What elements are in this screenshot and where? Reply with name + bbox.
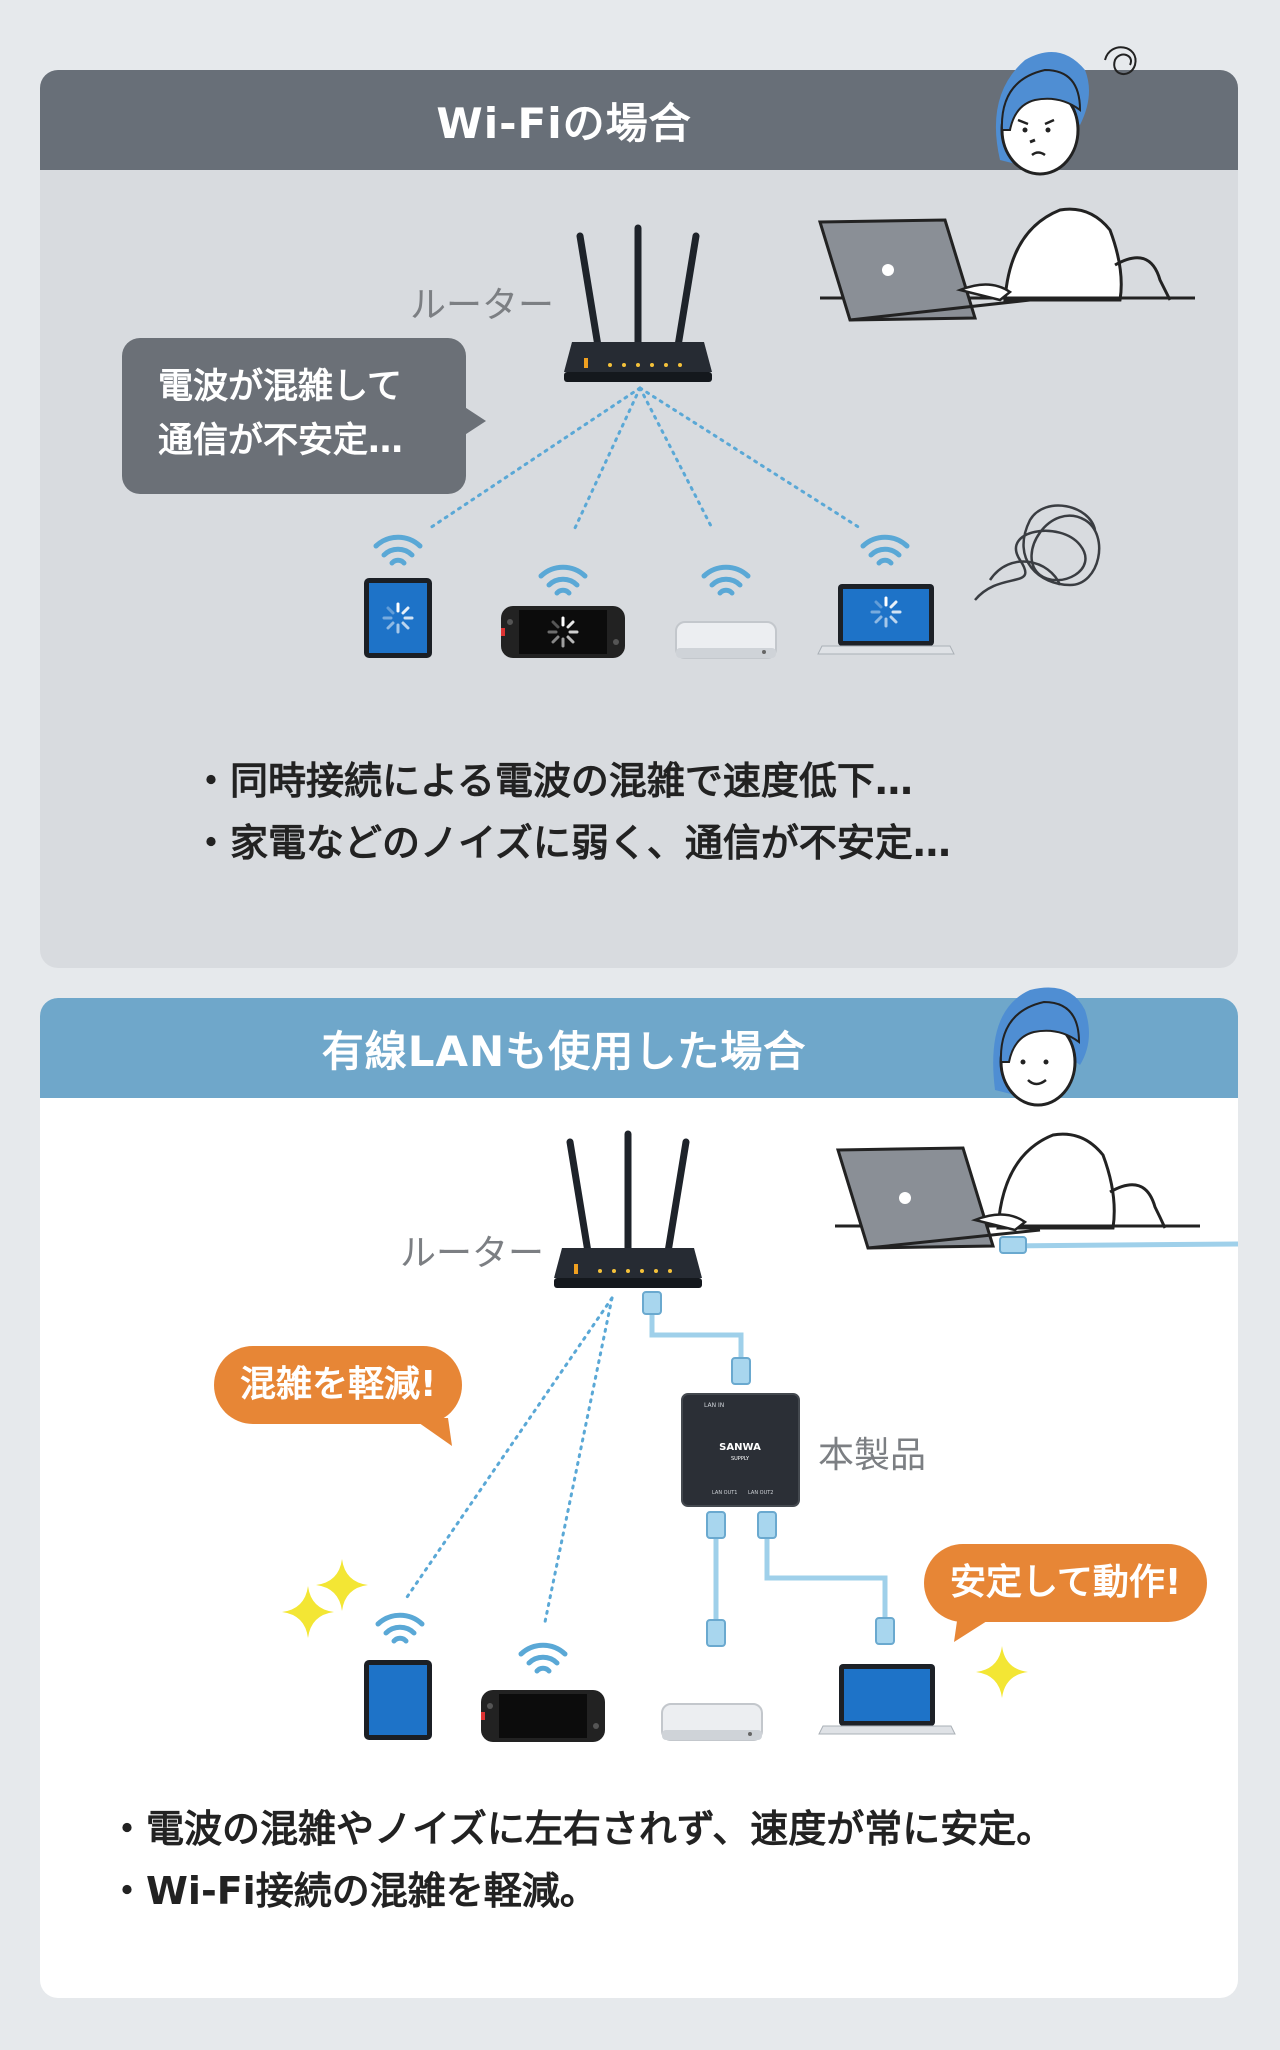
wifi-signal-lines xyxy=(428,386,862,530)
lan-cable-router-to-product xyxy=(649,1305,744,1365)
product-brand-label: SANWA xyxy=(719,1442,761,1453)
speech-bubble-tail xyxy=(954,1614,998,1642)
wired-router-icon xyxy=(554,1134,702,1288)
product-port-label: LAN OUT2 xyxy=(748,1490,773,1496)
wifi-signal-icon xyxy=(378,1615,422,1641)
game-console-icon xyxy=(501,606,625,658)
laptop-illustration xyxy=(817,218,1031,322)
happy-person-illustration xyxy=(835,987,1200,1230)
product-port-label: LAN IN xyxy=(704,1402,724,1409)
wifi-signal-icon xyxy=(863,537,907,563)
speech-bubble: 電波が混雑して 通信が不安定… xyxy=(122,338,466,494)
wifi-signal-icon xyxy=(521,1645,565,1671)
tangle-scribble-icon xyxy=(974,504,1101,601)
wifi-signal-icon xyxy=(376,537,420,563)
wired-bullet-list: ・電波の混雑やノイズに左右されず、速度が常に安定。 ・Wi-Fi接続の混雑を軽減… xyxy=(108,1798,1054,1922)
wired-bullet-item: ・電波の混雑やノイズに左右されず、速度が常に安定。 xyxy=(108,1807,1055,1851)
worried-person-illustration xyxy=(820,46,1195,302)
lan-switch-product-image: LAN IN SANWA SUPPLY LAN OUT1 LAN OUT2 xyxy=(681,1393,800,1507)
speech-bubble-stable: 安定して動作! xyxy=(924,1544,1208,1622)
wifi-bullet-item: ・同時接続による電波の混雑で速度低下… xyxy=(192,759,913,803)
lan-connector-icon xyxy=(706,1511,895,1647)
wifi-signal-icon xyxy=(704,567,748,593)
game-console-icon xyxy=(481,1690,605,1742)
tablet-icon xyxy=(364,1660,432,1740)
wired-bullet-item: ・Wi-Fi接続の混雑を軽減。 xyxy=(108,1869,598,1913)
lan-connector-icon xyxy=(642,1291,751,1385)
router-label: ルーター xyxy=(410,285,555,326)
mini-pc-icon xyxy=(661,1703,763,1741)
wifi-signal-icon xyxy=(541,567,585,593)
wifi-bullet-item: ・家電などのノイズに弱く、通信が不安定… xyxy=(192,821,951,865)
product-label: 本製品 xyxy=(818,1435,927,1476)
laptop-illustration xyxy=(835,1146,1239,1254)
wired-signal-lines xyxy=(403,1296,614,1624)
speech-bubble-tail xyxy=(460,404,486,438)
mini-pc-icon xyxy=(675,621,777,659)
router-label: ルーター xyxy=(400,1233,545,1274)
wifi-router-icon xyxy=(564,228,712,382)
lan-cables-product-to-devices xyxy=(713,1530,888,1630)
laptop-icon xyxy=(818,1663,956,1735)
speech-bubble-line: 通信が不安定… xyxy=(158,421,404,461)
speech-bubble-line: 電波が混雑して xyxy=(158,367,402,407)
product-subbrand-label: SUPPLY xyxy=(731,1456,750,1462)
speech-bubble-reduce-congestion: 混雑を軽減! xyxy=(214,1346,463,1424)
product-port-label: LAN OUT1 xyxy=(712,1490,737,1496)
speech-bubble-tail xyxy=(412,1418,452,1446)
laptop-icon xyxy=(817,583,955,655)
sparkle-icon xyxy=(976,1646,1028,1698)
tablet-icon xyxy=(364,578,432,658)
sparkle-icon xyxy=(282,1559,368,1638)
wifi-bullet-list: ・同時接続による電波の混雑で速度低下… ・家電などのノイズに弱く、通信が不安定… xyxy=(192,750,951,874)
